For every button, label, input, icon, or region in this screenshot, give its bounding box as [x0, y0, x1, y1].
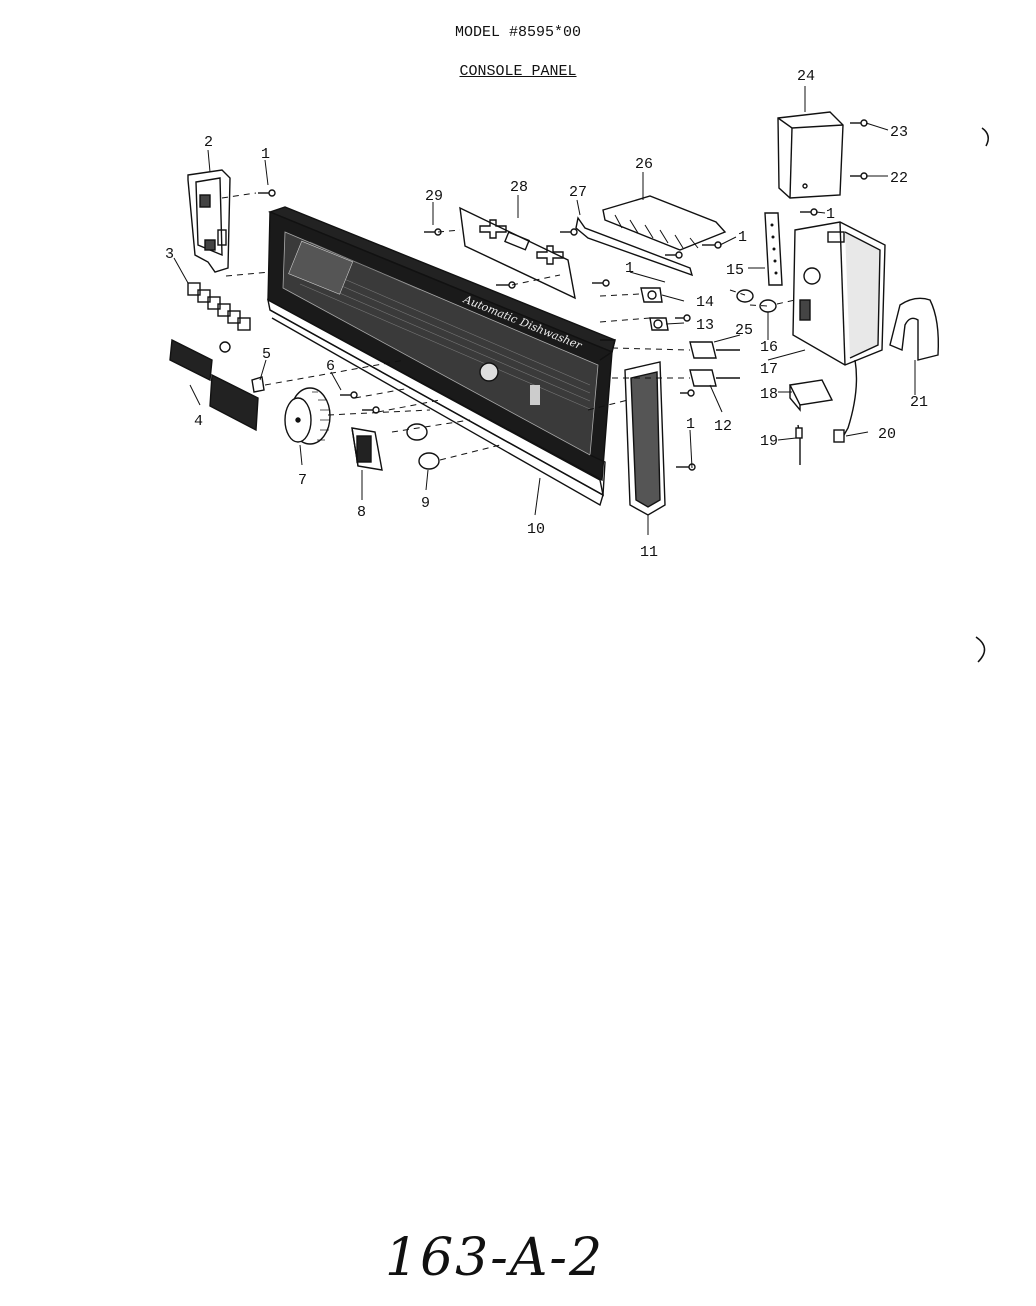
callout-14: 14	[696, 294, 714, 311]
clip-part-5	[219, 341, 265, 393]
timer-knob-part-7	[284, 387, 331, 445]
callout-29: 29	[425, 188, 443, 205]
bushing-part-16	[736, 289, 777, 313]
indicator-light-part-9	[406, 423, 440, 470]
timer-cover-part-21	[889, 297, 940, 361]
callout-10: 10	[527, 521, 545, 538]
callout-leader-lines	[173, 86, 916, 535]
mounting-bracket-part-28	[459, 206, 576, 300]
callout-25: 25	[735, 322, 753, 339]
callout-18: 18	[760, 386, 778, 403]
callout-22: 22	[890, 170, 908, 187]
console-panel-part-10: Automatic Dishwasher	[267, 206, 616, 507]
callout-9: 9	[421, 495, 430, 512]
callout-1-d: 1	[738, 229, 747, 246]
callout-6: 6	[326, 358, 335, 375]
scan-marks	[975, 127, 989, 663]
callout-23: 23	[890, 124, 908, 141]
callout-16: 16	[760, 339, 778, 356]
screw-part-6	[340, 391, 380, 414]
callout-24: 24	[797, 68, 815, 85]
timer-assembly-part-17	[792, 221, 886, 366]
callout-1-b: 1	[686, 416, 695, 433]
callout-1-e: 1	[625, 260, 634, 277]
shield-part-24	[777, 111, 844, 199]
screw-part-22	[850, 172, 868, 180]
callout-8: 8	[357, 504, 366, 521]
wire-lead-part-20	[833, 359, 858, 443]
wire-terminal-part-19	[795, 424, 803, 465]
callout-1: 1	[261, 146, 270, 163]
callout-15: 15	[726, 262, 744, 279]
screw-part-29	[424, 228, 578, 289]
callout-21: 21	[910, 394, 928, 411]
rocker-switch-part-8	[351, 427, 383, 471]
screw-part-1	[258, 189, 818, 471]
callout-12: 12	[714, 418, 732, 435]
callout-11: 11	[640, 544, 658, 561]
nameplate-part-4	[169, 338, 259, 432]
callout-7: 7	[298, 472, 307, 489]
callout-13: 13	[696, 317, 714, 334]
callout-17: 17	[760, 361, 778, 378]
section-title-text: CONSOLE PANEL	[459, 63, 577, 80]
callout-28: 28	[510, 179, 528, 196]
screw-part-23	[850, 119, 868, 127]
assembly-guide-lines	[221, 192, 796, 461]
section-title: CONSOLE PANEL	[0, 63, 1036, 80]
connector-part-18	[788, 379, 834, 412]
callout-3: 3	[165, 246, 174, 263]
clip-part-14	[640, 287, 663, 303]
support-bracket-part-26	[602, 195, 727, 251]
callout-27: 27	[569, 184, 587, 201]
callout-5: 5	[262, 346, 271, 363]
button-set-part-3	[187, 282, 251, 331]
switch-part-12	[689, 341, 740, 387]
rail-part-27	[575, 216, 694, 277]
page-reference-mark: 163-A-2	[385, 1228, 605, 1288]
callout-20: 20	[878, 426, 896, 443]
callout-labels: 1 2 3 4 5 6 7 8 9 10 11 12 13 14 15 16 1…	[165, 68, 928, 561]
callout-2: 2	[204, 134, 213, 151]
callout-26: 26	[635, 156, 653, 173]
callout-19: 19	[760, 433, 778, 450]
model-title: MODEL #8595*00	[454, 24, 582, 41]
clip-part-13	[649, 317, 669, 331]
terminal-strip-part-15	[764, 212, 783, 286]
callout-1-c: 1	[826, 206, 835, 223]
end-cap-part-11	[624, 361, 666, 516]
callout-4: 4	[194, 413, 203, 430]
end-bracket-part-2	[187, 169, 231, 273]
